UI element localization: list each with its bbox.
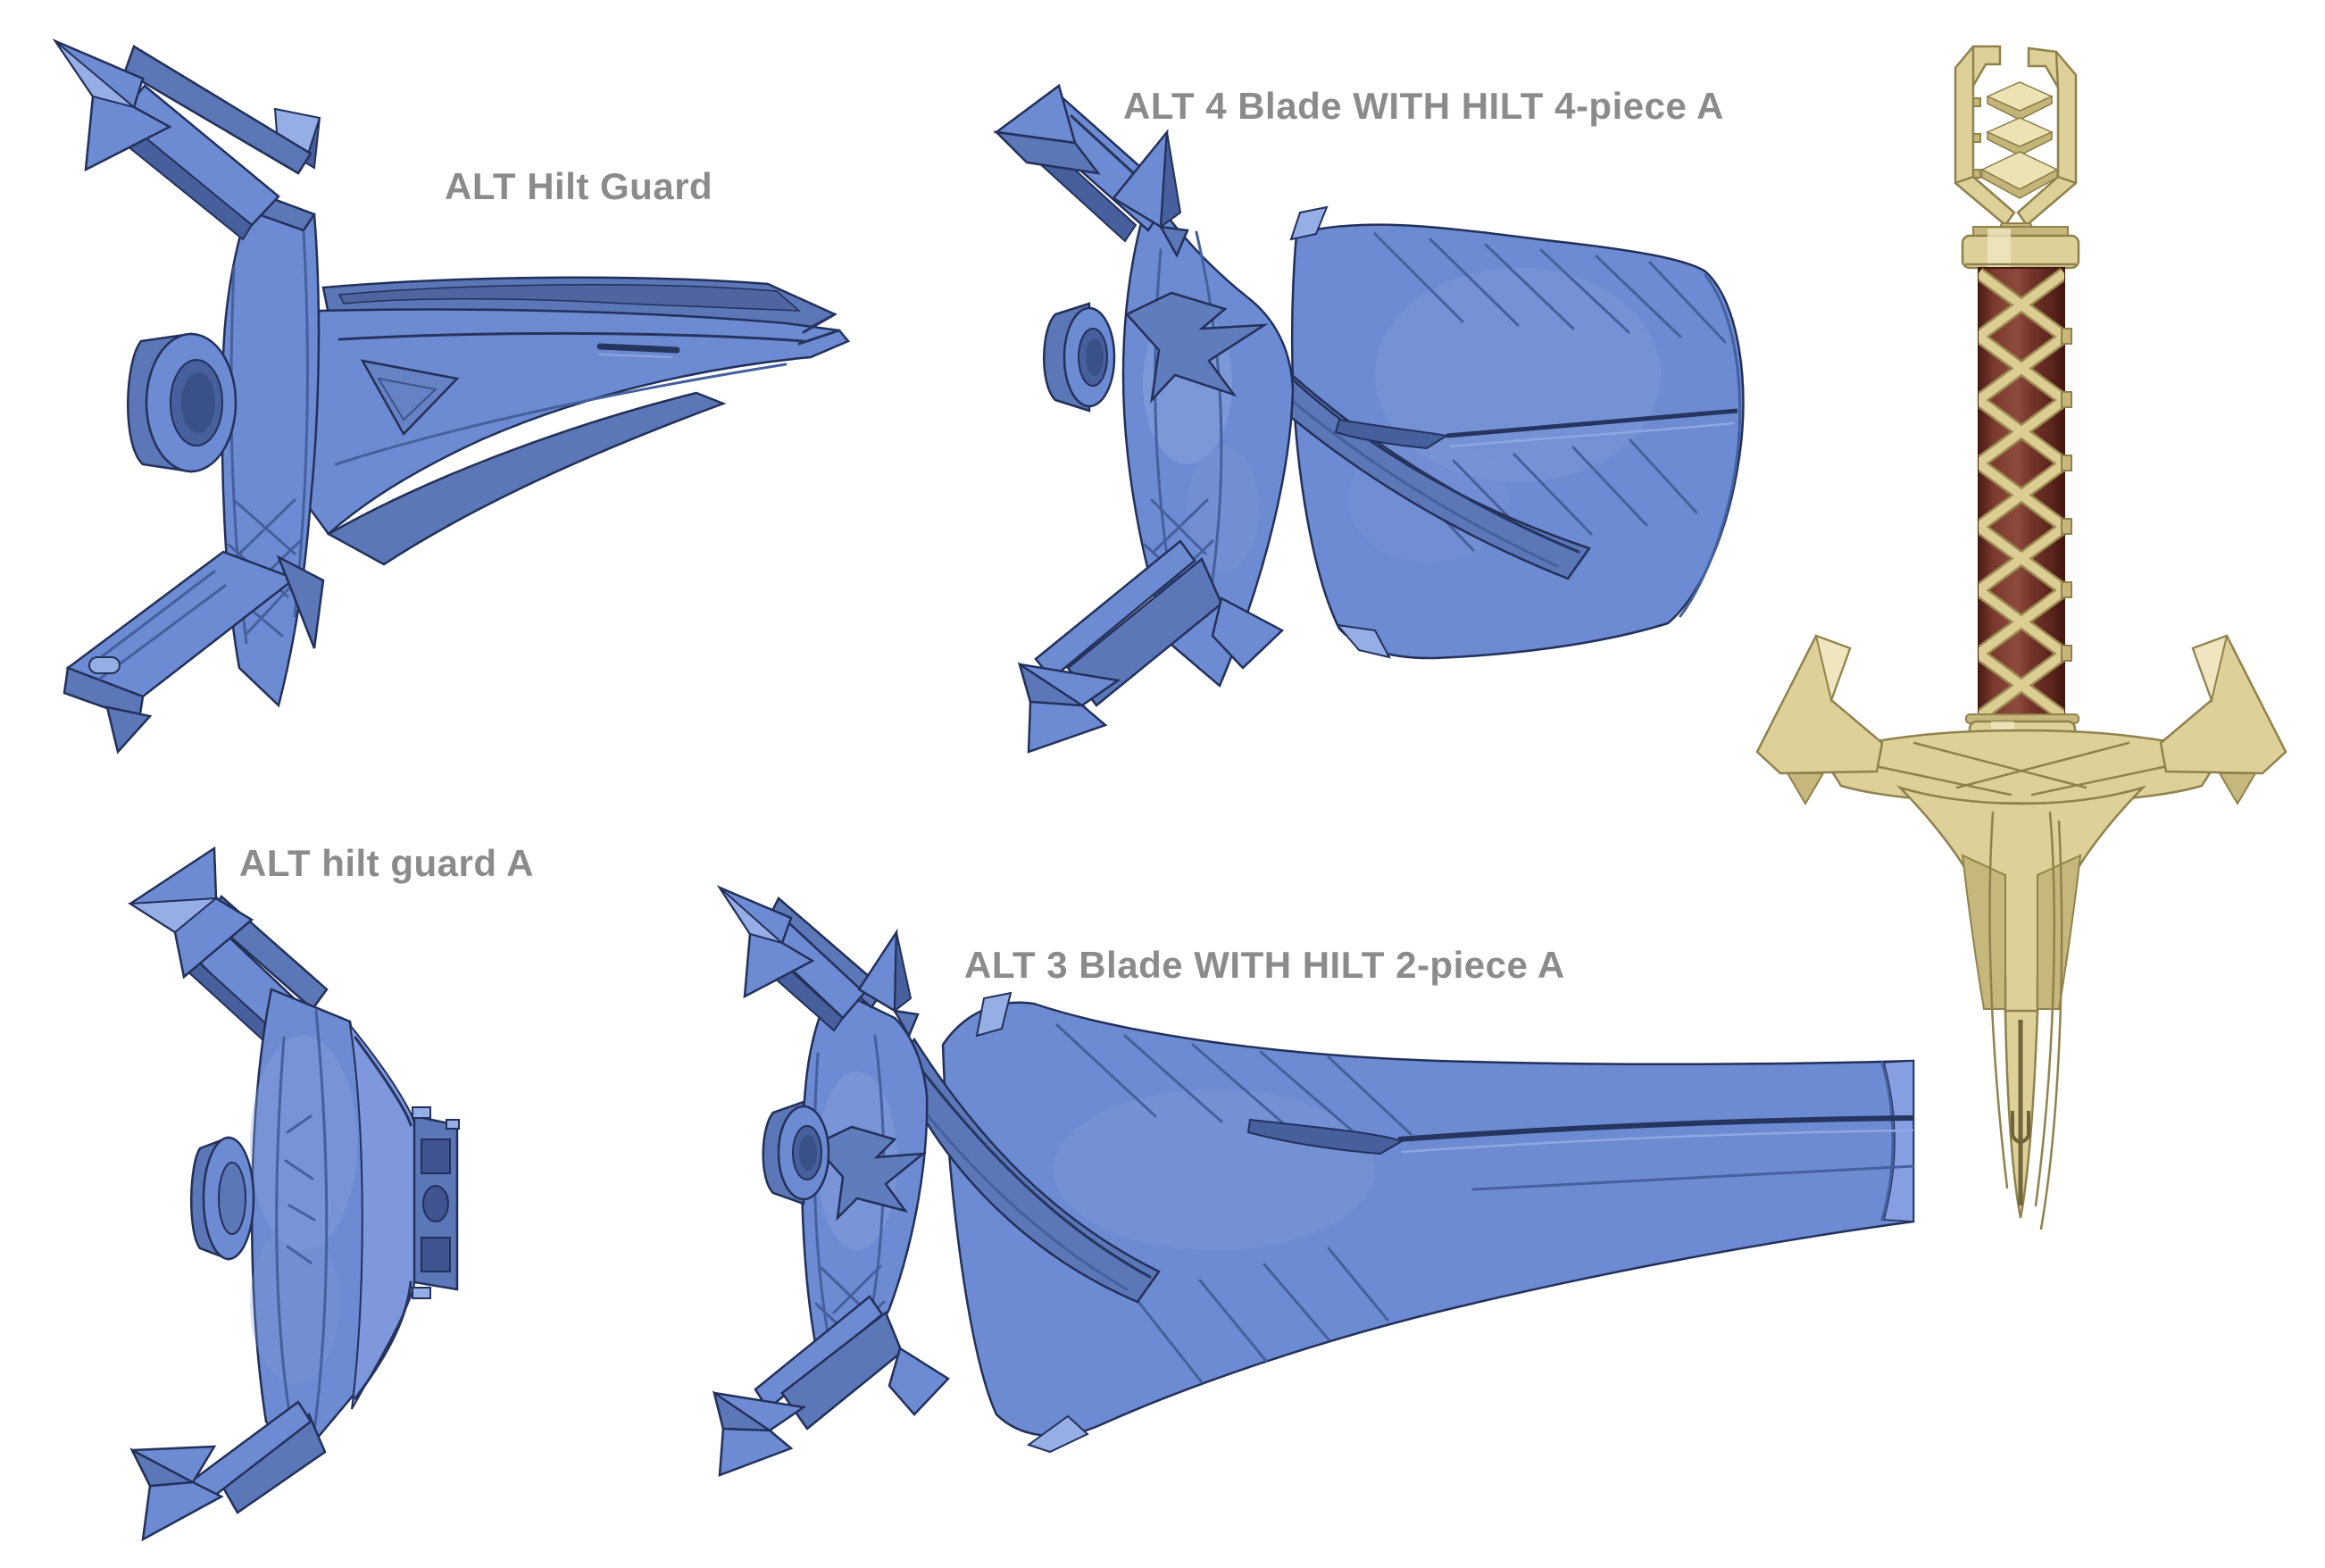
grip-lacing [1979,268,2064,723]
guard-plate [800,986,929,1396]
ring-boss [762,1100,830,1205]
blade-socket [1896,785,2147,1230]
mount-socket [412,1106,460,1299]
guard-fin-top [1112,129,1189,258]
ring-boss [190,1136,255,1261]
arrow-arm-top [52,38,312,241]
guard-fin-top [857,928,920,1038]
ring-boss [127,332,238,473]
arrow-arm-bottom [129,1400,327,1542]
arrow-arm-bottom [712,1295,950,1477]
collar-top [1961,226,2080,270]
ring-boss [1043,302,1116,413]
pommel [1954,45,2078,227]
figure-label-alt-hilt-guard: ALT Hilt Guard [445,165,713,207]
arrow-arm-top [716,885,886,1032]
crossguard [1755,634,2288,805]
guard-crescent [895,1037,1161,1304]
render-alt-3-blade [712,885,1915,1477]
crossguard-horn-left [1755,634,1884,775]
render-alt-4-blade [993,83,1745,754]
render-alt-hilt-guard [52,38,851,755]
hilt-handle-long [941,991,1915,1454]
arrow-arm-bottom [62,550,325,755]
render-alt-hilt-guard-a [127,846,460,1542]
engraved-emblem [1124,291,1269,404]
guard-plate [250,988,367,1463]
guard-prong-right [297,276,851,566]
figure-label-alt-4-blade: ALT 4 Blade WITH HILT 4-piece A [1123,85,1724,127]
engraved-triangle-emblem [360,359,460,437]
wrapped-grip [1978,267,2072,724]
render-gold-sword-hilt [1755,45,2288,1230]
pommel-diamonds [1980,81,2059,199]
arrow-arm-bottom [1017,539,1285,754]
engraved-emblem [812,1125,927,1222]
figure-label-alt-3-blade: ALT 3 Blade WITH HILT 2-piece A [964,944,1565,986]
socket-funnel [348,1022,415,1410]
figure-label-alt-hilt-guard-a: ALT hilt guard A [239,842,534,884]
crossguard-horn-right [2159,634,2288,775]
